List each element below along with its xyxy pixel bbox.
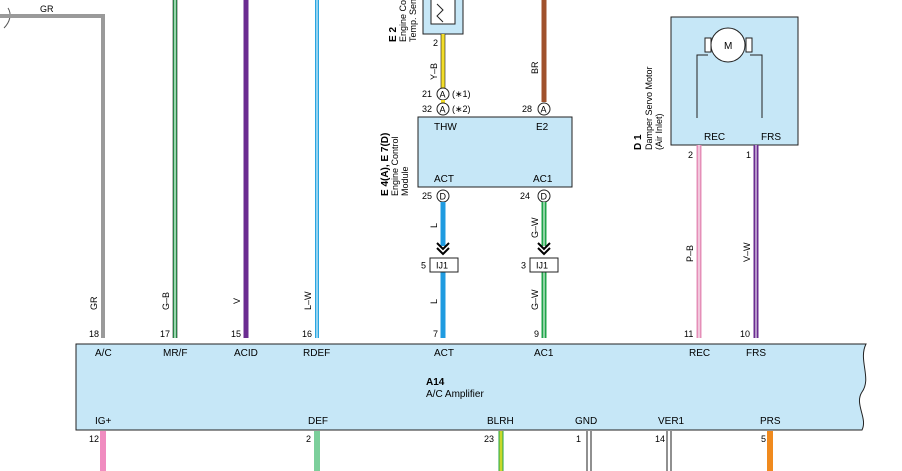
ecm-label-e2: E2 bbox=[536, 122, 549, 133]
junction-label-right: IJ1 bbox=[536, 261, 548, 271]
ecm-label-thw: THW bbox=[434, 122, 457, 133]
amp-label-acid: ACID bbox=[234, 348, 258, 359]
amp-pin-14: 14 bbox=[655, 434, 665, 444]
amp-label-prs: PRS bbox=[760, 416, 781, 427]
damper-pin-rec: 2 bbox=[688, 150, 693, 160]
connector-a-2 bbox=[436, 102, 450, 116]
junction-label-left: IJ1 bbox=[436, 261, 448, 271]
ecm-name-line2: Module bbox=[400, 166, 410, 196]
junction-chevron-right bbox=[537, 242, 551, 256]
wire-gb bbox=[172, 0, 178, 338]
amp-pin-7: 7 bbox=[433, 329, 438, 339]
junction-pin-right: 3 bbox=[521, 261, 526, 271]
connector-a-3 bbox=[537, 102, 551, 116]
wire-l-upper-label: L bbox=[429, 223, 439, 228]
amp-code: A14 bbox=[426, 377, 445, 388]
damper-code: D 1 bbox=[633, 134, 644, 150]
gr-wire-top-left bbox=[0, 7, 105, 338]
amp-label-def: DEF bbox=[308, 416, 328, 427]
wire-yb bbox=[440, 34, 446, 88]
sensor-pin: 2 bbox=[433, 38, 438, 48]
junction-pin-left: 5 bbox=[421, 261, 426, 271]
junction-chevron-left bbox=[436, 242, 450, 256]
amp-wire-v-label: V bbox=[232, 298, 242, 304]
ecm-pin-ac1: 24 bbox=[520, 191, 530, 201]
motor-icon-label: M bbox=[724, 41, 732, 52]
junction-box-left bbox=[429, 257, 459, 273]
amp-label-ac: A/C bbox=[95, 348, 112, 359]
sensor-name-line1: Engine Coolant bbox=[398, 0, 408, 42]
ecm-name-line1: Engine Control bbox=[390, 136, 400, 196]
amp-pin-9: 9 bbox=[534, 329, 539, 339]
amp-label-act: ACT bbox=[434, 348, 454, 359]
ecm-box bbox=[417, 116, 573, 188]
connector-d-1-label: D bbox=[440, 192, 447, 202]
ecm-label-act: ACT bbox=[434, 174, 454, 185]
ecm-code: E 4(A), E 7(D) bbox=[380, 133, 391, 196]
amp-pin-16: 16 bbox=[302, 329, 312, 339]
damper-name-line1: Damper Servo Motor bbox=[644, 66, 654, 150]
wire-br-label: BR bbox=[530, 61, 540, 74]
amp-pin-10: 10 bbox=[740, 329, 750, 339]
wire-gw-lower-label: G–W bbox=[530, 289, 540, 310]
gr-wire-label-top: GR bbox=[40, 4, 54, 14]
ecm-pin-thw-1: 21 bbox=[422, 89, 432, 99]
amp-wire-gb-label: G–B bbox=[161, 292, 171, 310]
ecm-label-ac1: AC1 bbox=[533, 174, 553, 185]
amp-pin-15: 15 bbox=[231, 329, 241, 339]
amp-wire-lw-label: L–W bbox=[303, 291, 313, 310]
amp-label-rec: REC bbox=[689, 348, 710, 359]
note-2: (∗2) bbox=[452, 104, 471, 114]
amp-pin-17: 17 bbox=[160, 329, 170, 339]
wire-pb-label: P–B bbox=[685, 245, 695, 262]
damper-pin-frs: 1 bbox=[746, 150, 751, 160]
amp-label-gnd: GND bbox=[575, 416, 597, 427]
connector-a-3-label: A bbox=[541, 105, 547, 115]
motor-symbol bbox=[696, 27, 763, 118]
amp-label-ver1: VER1 bbox=[658, 416, 685, 427]
wire-yb-label: Y–B bbox=[429, 63, 439, 80]
connector-a-2-label: A bbox=[440, 105, 446, 115]
amp-wire-gr-label: GR bbox=[89, 296, 99, 310]
amp-label-ac1: AC1 bbox=[534, 348, 554, 359]
sensor-e2-box bbox=[422, 0, 464, 35]
amp-pin-2: 2 bbox=[306, 434, 311, 444]
amp-pin-12: 12 bbox=[89, 434, 99, 444]
wire-l-lower-label: L bbox=[429, 299, 439, 304]
connector-a-1-label: A bbox=[440, 90, 446, 100]
ecm-pin-thw-2: 32 bbox=[422, 104, 432, 114]
amp-label-frs: FRS bbox=[746, 348, 766, 359]
damper-name-line2: (Air Inlet) bbox=[654, 113, 664, 150]
amp-pin-5: 5 bbox=[761, 434, 766, 444]
amp-pin-11: 11 bbox=[684, 329, 693, 339]
damper-label-rec: REC bbox=[704, 132, 725, 143]
amp-label-igplus: IG+ bbox=[95, 416, 112, 427]
damper-label-frs: FRS bbox=[761, 132, 781, 143]
amp-name: A/C Amplifier bbox=[426, 389, 484, 400]
connector-d-2-label: D bbox=[541, 192, 548, 202]
junction-box-right bbox=[529, 257, 559, 273]
sensor-code: E 2 bbox=[388, 27, 399, 42]
wire-blrh bbox=[498, 431, 504, 471]
amp-label-rdef: RDEF bbox=[303, 348, 330, 359]
wire-vw-label: V–W bbox=[742, 242, 752, 262]
wire-gw-upper-label: G–W bbox=[530, 217, 540, 238]
amp-label-blrh: BLRH bbox=[487, 416, 514, 427]
wire-gnd bbox=[586, 431, 592, 471]
wire-ver1 bbox=[666, 431, 672, 471]
ecm-pin-e2: 28 bbox=[522, 104, 532, 114]
ecm-pin-act: 25 bbox=[422, 191, 432, 201]
note-1: (∗1) bbox=[452, 89, 471, 99]
amp-pin-1: 1 bbox=[576, 434, 581, 444]
sensor-name-line2: Temp. Sensor bbox=[408, 0, 418, 42]
amplifier-box bbox=[75, 343, 867, 431]
amp-pin-18: 18 bbox=[89, 329, 99, 339]
amp-label-mrf: MR/F bbox=[163, 348, 187, 359]
amp-pin-23: 23 bbox=[484, 434, 494, 444]
